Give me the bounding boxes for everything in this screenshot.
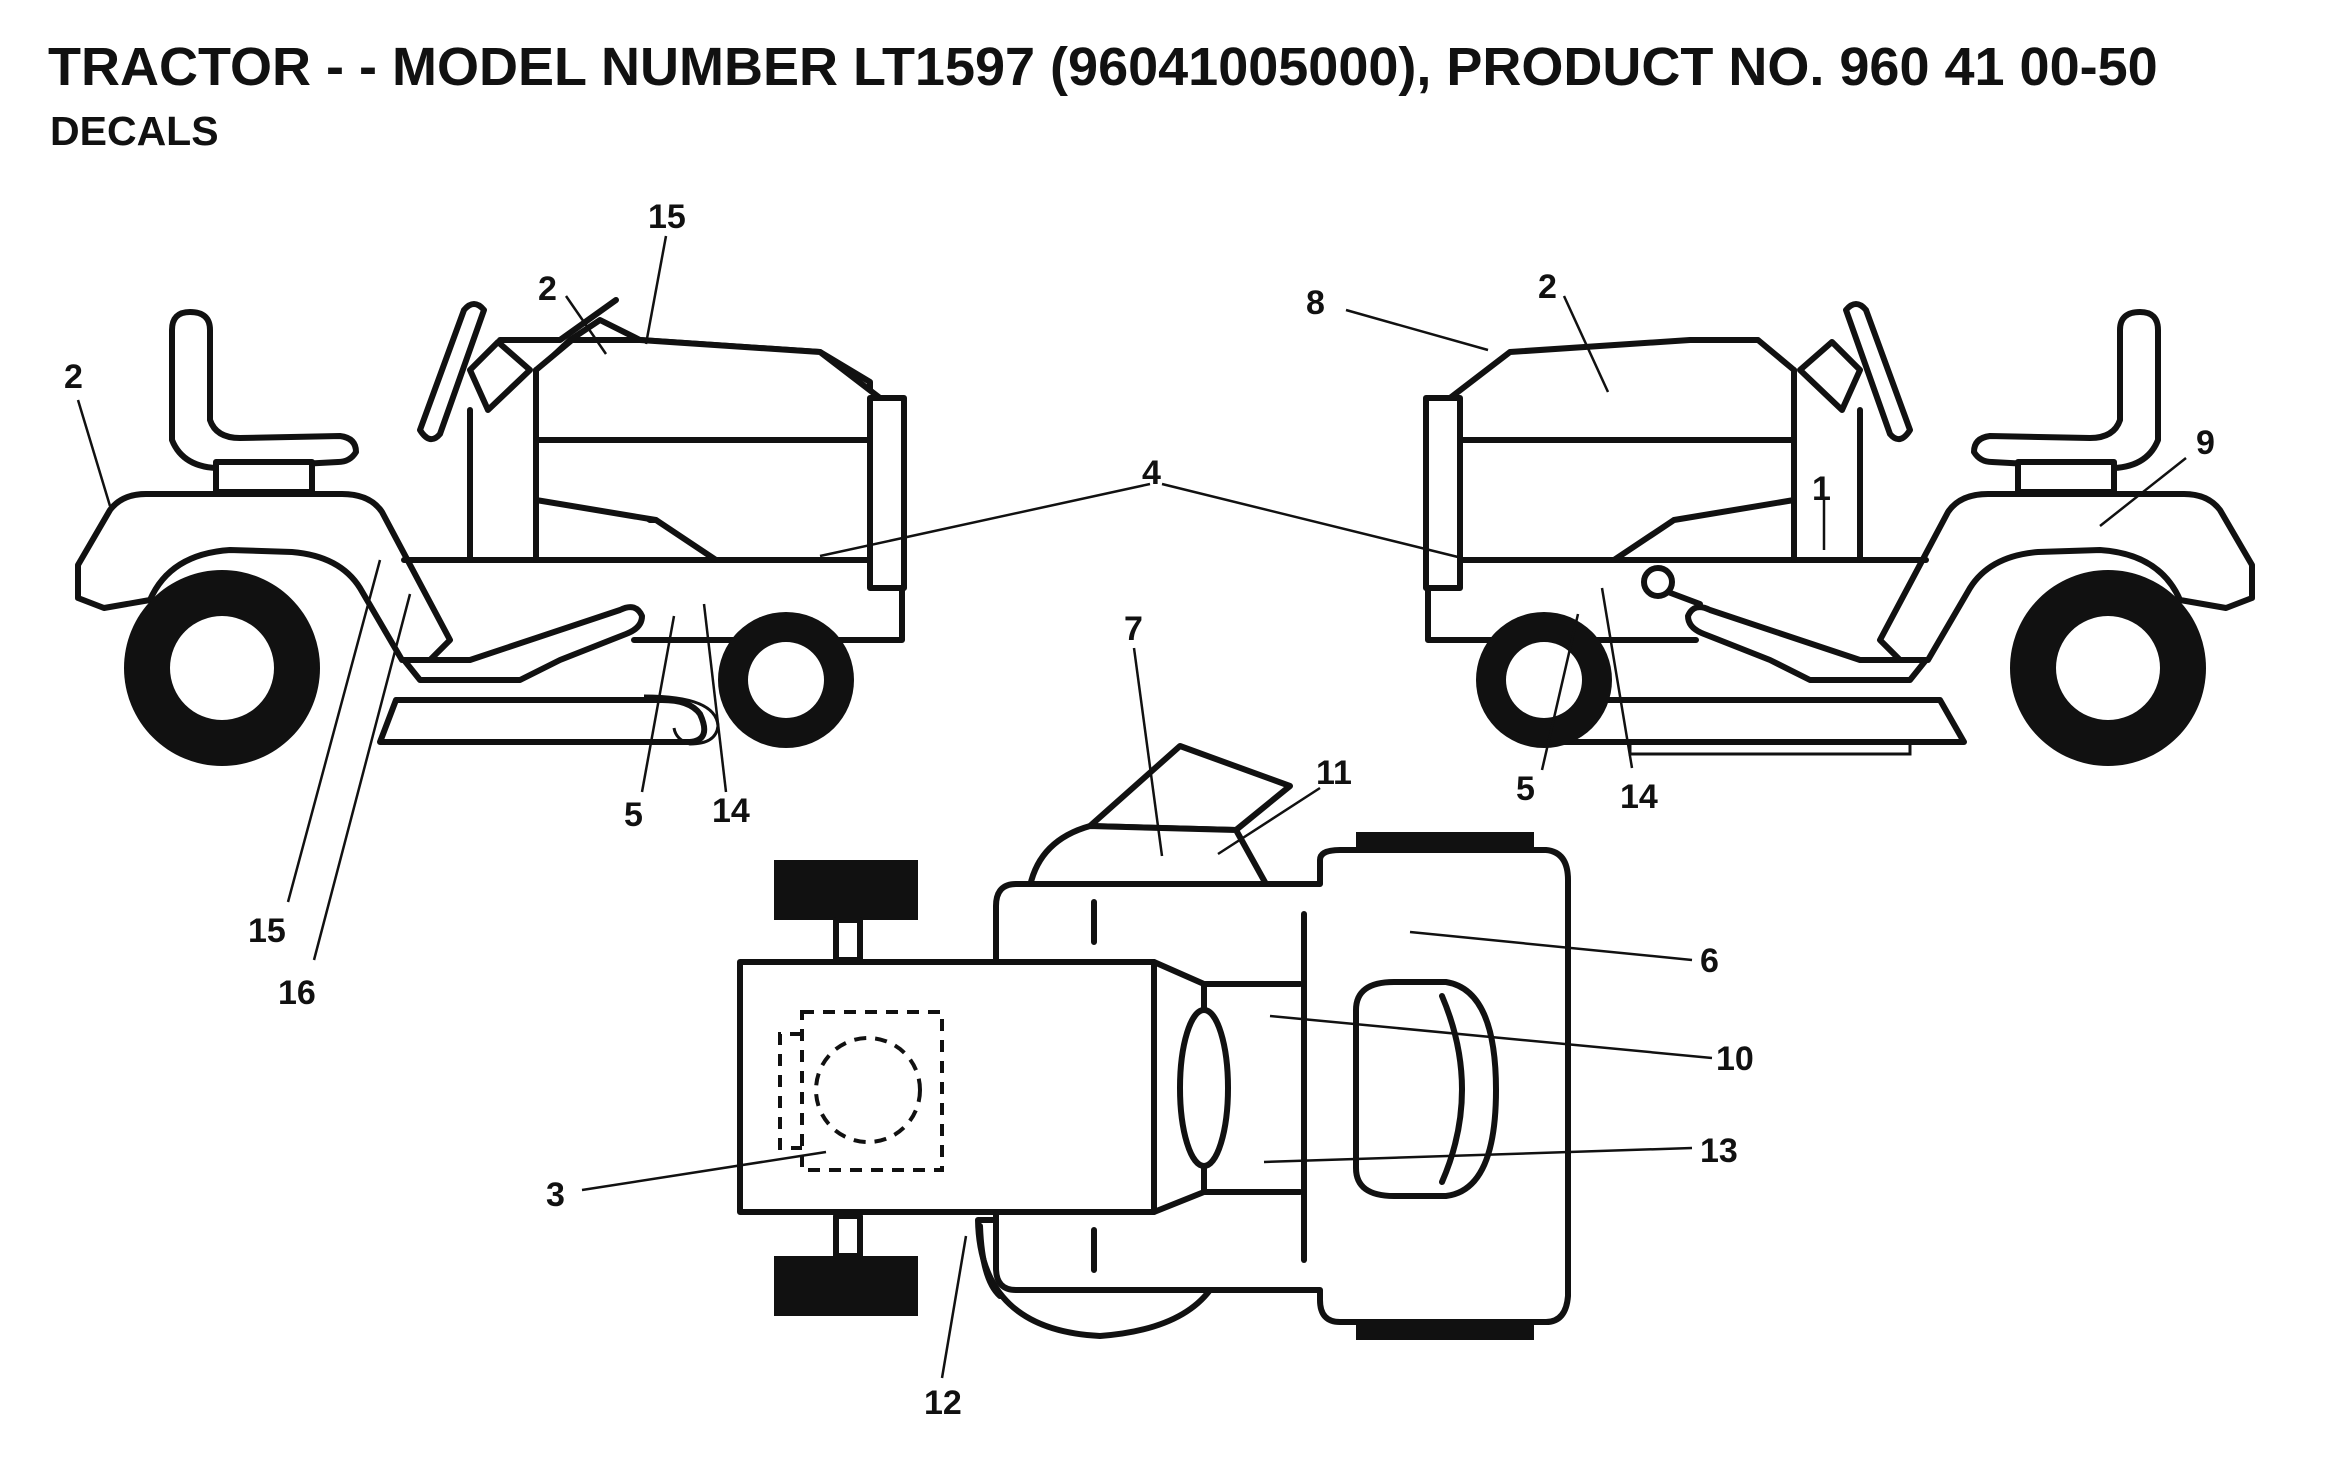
callout-left-fender: 2 (64, 358, 83, 396)
tractor-left-side-view (75, 297, 907, 766)
tractor-top-view (737, 743, 1571, 1340)
callout-right-dash: 1 (1812, 470, 1831, 508)
callout-top-seat-front: 10 (1716, 1040, 1754, 1078)
callout-top-hood: 3 (546, 1176, 565, 1214)
callout-top-deck: 12 (924, 1384, 962, 1422)
callout-right-footrest: 5 (1516, 770, 1535, 808)
callout-left-hood-side: 2 (538, 270, 557, 308)
callout-right-hood-top: 8 (1306, 284, 1325, 322)
callout-top-seat-rear: 13 (1700, 1132, 1738, 1170)
callout-top-body: 6 (1700, 942, 1719, 980)
tractor-right-side-view (1423, 301, 2255, 766)
leader-lines (76, 235, 2187, 1379)
callout-side-panel: 4 (1142, 454, 1161, 492)
ignition-key-icon (1641, 565, 1703, 607)
callout-numbers: 15 2 2 4 5 14 15 16 8 2 1 9 5 14 7 11 6 … (64, 198, 2215, 1422)
callout-left-footrest-right: 14 (712, 792, 750, 830)
callout-right-footrest-right: 14 (1620, 778, 1658, 816)
callout-left-footrest: 5 (624, 796, 643, 834)
callout-top-chute: 7 (1124, 610, 1143, 648)
callout-right-hood-side: 2 (1538, 268, 1557, 306)
callout-top-chute-side: 11 (1316, 754, 1352, 792)
callout-left-lower-rear: 16 (278, 974, 316, 1012)
callout-left-lower-front: 15 (248, 912, 286, 950)
callout-right-fender: 9 (2196, 424, 2215, 462)
callout-left-hood-top: 15 (648, 198, 686, 236)
page-title: TRACTOR - - MODEL NUMBER LT1597 (9604100… (48, 37, 2158, 97)
page-subtitle: DECALS (50, 108, 219, 154)
